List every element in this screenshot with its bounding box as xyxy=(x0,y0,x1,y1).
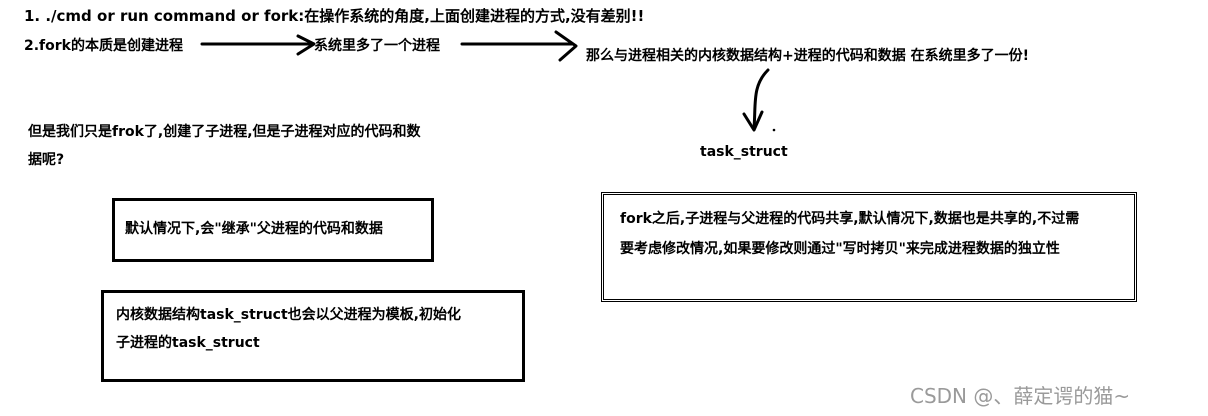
arrow-down-icon xyxy=(752,68,770,130)
statement-fork-essence: 2.fork的本质是创建进程 xyxy=(24,38,183,54)
kernel-struct-box: 内核数据结构task_struct也会以父进程为模板,初始化 子进程的task_… xyxy=(101,290,525,382)
statement-kernel-data: 那么与进程相关的内核数据结构+进程的代码和数据 在系统里多了一份! xyxy=(586,48,1029,64)
inherit-box: 默认情况下,会"继承"父进程的代码和数据 xyxy=(112,198,434,262)
task-struct-label: task_struct xyxy=(700,144,788,160)
statement-extra-process: 系统里多了一个进程 xyxy=(314,38,440,54)
kernel-struct-line-1: 内核数据结构task_struct也会以父进程为模板,初始化 xyxy=(116,307,461,323)
copy-on-write-line-2: 要考虑修改情况,如果要修改则通过"写时拷贝"来完成进程数据的独立性 xyxy=(620,241,1060,257)
watermark: CSDN @、薛定谔的猫~ xyxy=(910,384,1131,408)
statement-line-1: 1. ./cmd or run command or fork:在操作系统的角度… xyxy=(24,7,645,25)
question-line-2: 据呢? xyxy=(28,152,65,168)
copy-on-write-line-1: fork之后,子进程与父进程的代码共享,默认情况下,数据也是共享的,不过需 xyxy=(620,211,1080,227)
inherit-box-text: 默认情况下,会"继承"父进程的代码和数据 xyxy=(125,221,383,237)
copy-on-write-box: fork之后,子进程与父进程的代码共享,默认情况下,数据也是共享的,不过需 要考… xyxy=(601,192,1137,302)
arrow-head-icon xyxy=(742,110,764,132)
question-line-1: 但是我们只是frok了,创建了子进程,但是子进程对应的代码和数 xyxy=(28,124,421,140)
arrow-head-icon xyxy=(296,34,316,56)
kernel-struct-line-2: 子进程的task_struct xyxy=(116,335,260,351)
arrow-head-icon xyxy=(554,30,578,62)
